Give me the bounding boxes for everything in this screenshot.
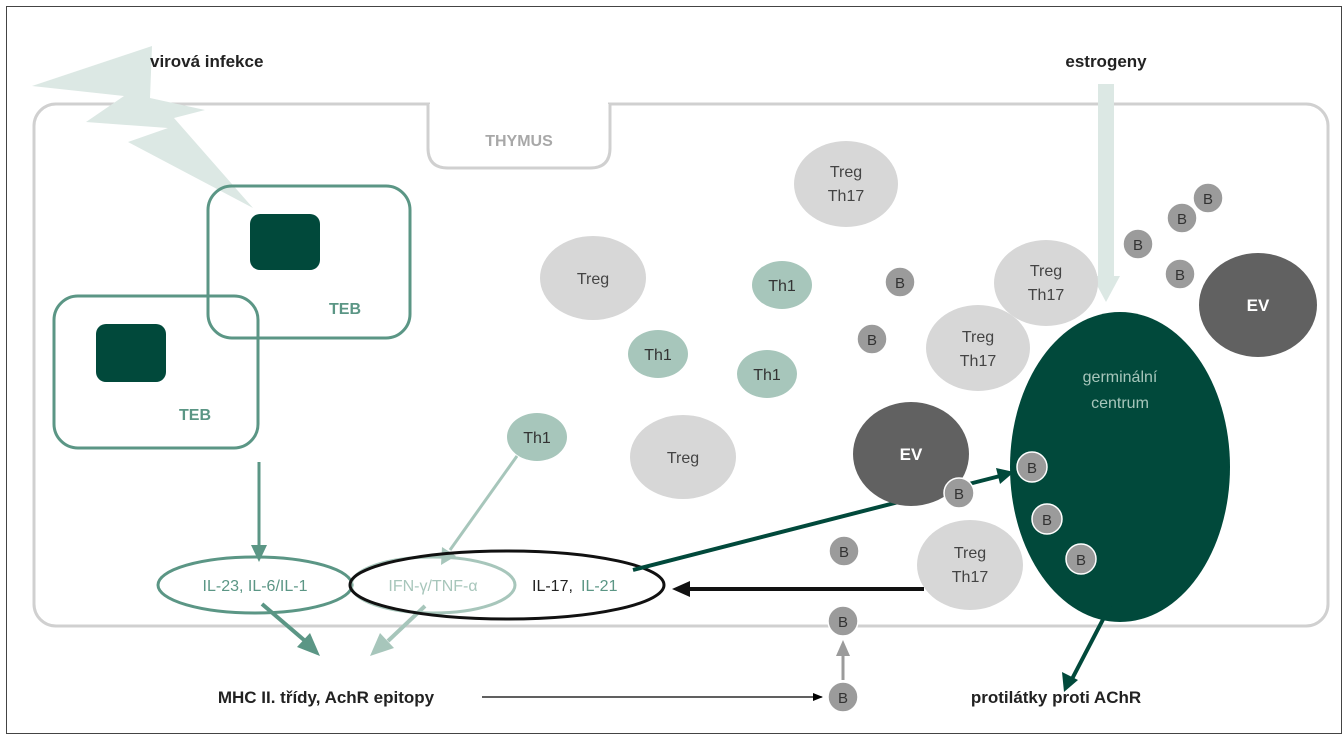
- svg-text:Th17: Th17: [960, 353, 997, 370]
- svg-text:EV: EV: [900, 445, 923, 464]
- thymus-label: THYMUS: [485, 133, 553, 150]
- svg-text:Th17: Th17: [828, 188, 865, 205]
- b-cell: [1065, 543, 1097, 575]
- b-cell: [943, 477, 975, 509]
- teb-label-top: TEB: [329, 301, 361, 318]
- svg-text:B: B: [838, 614, 848, 631]
- svg-text:Treg: Treg: [954, 545, 986, 562]
- svg-text:B: B: [1027, 460, 1037, 477]
- th1-cell-2: [628, 330, 688, 378]
- mhc-label: MHC II. třídy, AchR epitopy: [218, 688, 435, 707]
- svg-text:Th17: Th17: [1028, 287, 1065, 304]
- b-cell: [1164, 258, 1196, 290]
- teb-box-bottom: [52, 294, 260, 450]
- germinal-to-antibodies-arrow: [1070, 605, 1112, 680]
- svg-text:Treg: Treg: [830, 164, 862, 181]
- teb-label-bottom: TEB: [179, 407, 211, 424]
- th1-cell-1: [752, 261, 812, 309]
- svg-text:Treg: Treg: [577, 271, 609, 288]
- teb-box-top: [206, 184, 412, 340]
- ev-cell-1: [853, 402, 969, 506]
- th1-cell-4: [507, 413, 567, 461]
- b-cell: [884, 266, 916, 298]
- svg-text:B: B: [1177, 211, 1187, 228]
- b-cell: [828, 535, 860, 567]
- svg-text:B: B: [1175, 267, 1185, 284]
- viral-infection-label: virová infekce: [150, 52, 263, 71]
- th1-to-ifn-arrow: [448, 455, 519, 551]
- il23-to-mhc-arrow: [260, 602, 306, 642]
- antibodies-label: protilátky proti AChR: [971, 688, 1141, 707]
- svg-text:EV: EV: [1247, 296, 1270, 315]
- estrogen-arrow: [1092, 84, 1120, 302]
- svg-text:B: B: [867, 332, 877, 349]
- treg-th17-cell-3: [926, 305, 1030, 391]
- svg-text:Treg: Treg: [1030, 263, 1062, 280]
- ev-cell-2: [1199, 253, 1317, 357]
- svg-text:B: B: [839, 544, 849, 561]
- ellipse-il17: [348, 549, 666, 621]
- svg-text:Th1: Th1: [523, 430, 551, 447]
- estrogens-label: estrogeny: [1065, 52, 1147, 71]
- svg-text:Th1: Th1: [644, 347, 672, 364]
- b-cell: [827, 605, 859, 637]
- b-cell: [1166, 202, 1198, 234]
- germinal-center: [1010, 312, 1230, 622]
- svg-text:Treg: Treg: [667, 450, 699, 467]
- treg-th17-cell-2: [994, 240, 1098, 326]
- germinal-label-1: germinální: [1083, 369, 1158, 386]
- svg-text:B: B: [954, 486, 964, 503]
- svg-text:Th1: Th1: [753, 367, 781, 384]
- svg-text:B: B: [1042, 512, 1052, 529]
- svg-text:B: B: [1203, 191, 1213, 208]
- b-cell: [827, 681, 859, 713]
- thymus-compartment: [32, 102, 1330, 628]
- lightning-bolt: [32, 46, 253, 208]
- b-cell: [856, 323, 888, 355]
- b-cell: [1031, 503, 1063, 535]
- treg-th17-cell-1: [794, 141, 898, 227]
- cytokines-il21-text: IL-21: [581, 578, 618, 595]
- germinal-label-2: centrum: [1091, 395, 1149, 412]
- svg-text:Treg: Treg: [962, 329, 994, 346]
- teb-nucleus-bottom: [96, 324, 166, 382]
- svg-text:B: B: [1133, 237, 1143, 254]
- cytokines-il23-text: IL-23, IL-6/IL-1: [203, 578, 308, 595]
- teb-nucleus-top: [250, 214, 320, 270]
- svg-text:B: B: [1076, 552, 1086, 569]
- th1-cell-3: [737, 350, 797, 398]
- svg-text:B: B: [895, 275, 905, 292]
- b-cells: B B B B B B B B B B B B B: [827, 182, 1224, 713]
- treg-cell-1: [540, 236, 646, 320]
- cytokines-ifn-text: IFN-γ/TNF-α: [388, 578, 477, 595]
- cytokines-il17-text: IL-17,: [532, 578, 573, 595]
- treg-cell-2: [630, 415, 736, 499]
- b-cell: [1192, 182, 1224, 214]
- b-cell: [1016, 451, 1048, 483]
- treg-th17-cell-4: [917, 520, 1023, 610]
- svg-text:Th17: Th17: [952, 569, 989, 586]
- thymus-tab: [426, 104, 612, 170]
- svg-text:Th1: Th1: [768, 278, 796, 295]
- svg-text:B: B: [838, 690, 848, 707]
- b-cell: [1122, 228, 1154, 260]
